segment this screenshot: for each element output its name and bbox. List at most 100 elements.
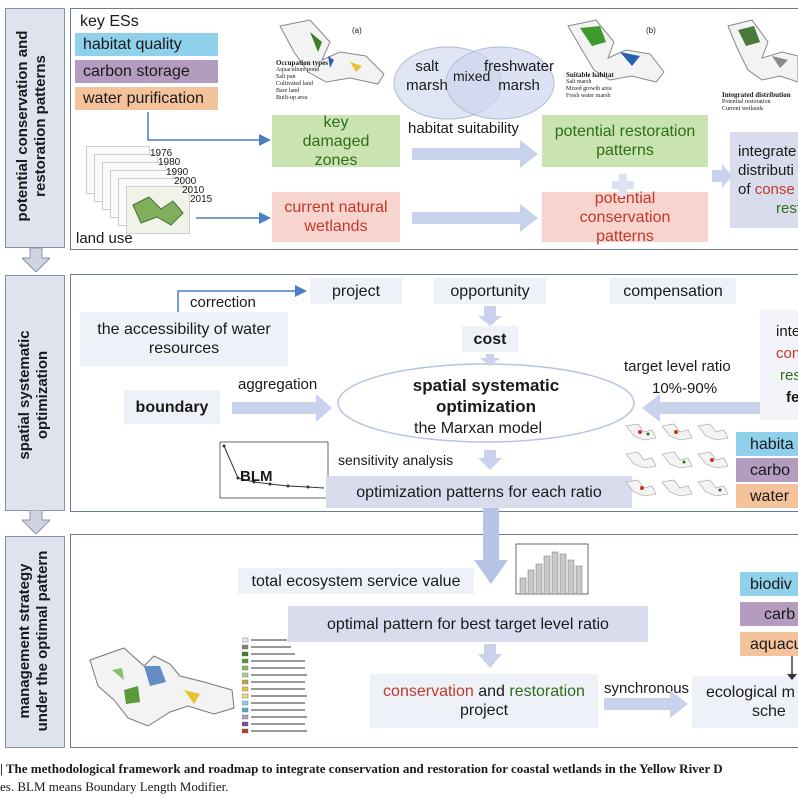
marxan-title: spatial systematic optimization [380,374,592,418]
figure-caption-line-2: es. BLM means Boundary Length Modifier. [0,779,229,794]
right-es-carbon: carbo [736,458,798,482]
optimal-pattern-map [84,630,244,740]
synchronous-label: synchronous [604,680,690,697]
compensation-box: compensation [610,278,736,304]
habitat-suitability-label: habitat suitability [408,120,519,137]
legend-item: Aquaculture pond [276,67,320,73]
target-range-label: 10%-90% [652,380,718,397]
project-title-line: conservation and restoration [383,683,585,700]
legend-title: Suitable habitat [566,71,614,79]
section2-arrows [177,285,760,470]
integrated-line: distributi [738,162,794,179]
legend-item: Fresh water marsh [566,93,611,99]
year-label: 2000 [174,176,197,187]
section2-side-panel [5,275,65,511]
es-habitat-quality: habitat quality [75,33,218,56]
venn-mixed: mixed [453,68,491,84]
legend-item: Salt pan [276,74,296,80]
legend-item: Built-up area [276,95,308,101]
figure-caption-line-1: | The methodological framework and roadm… [0,761,723,776]
marxan-title-line: optimization [435,397,537,416]
year-label: 1990 [166,167,189,178]
marxan-title-line: spatial systematic [412,376,560,395]
es-value-bar-chart [508,542,590,606]
year-label: 1980 [158,157,181,168]
integrated-distribution-box: integrate distributi of conse rest [730,132,798,228]
feature-line: inte [776,323,798,340]
map-a-tag: (a) [352,26,362,35]
marxan-subtitle: the Marxan model [414,420,543,437]
legend-item: Mixed growth area [566,86,612,92]
down-arrow-2 [22,510,50,534]
ecological-management-box: ecological m sche [692,676,798,728]
cost-box: cost [462,326,518,352]
feature-line: res [780,367,798,384]
year-label: 2015 [190,194,213,205]
section3-arrows [478,644,797,718]
right-es-habitat: habita [736,432,798,456]
land-use-map-stack [86,146,196,246]
venn-diagram [392,44,556,122]
optimal-pattern-box: optimal pattern for best target level ra… [288,606,648,642]
down-arrow-1 [22,248,50,272]
feature-line: fea [786,389,798,406]
blm-label: BLM [240,468,273,485]
venn-freshwater-marsh: freshwater marsh [483,58,555,94]
es-water-purification: water purification [75,87,218,110]
legend-item: Cultivated land [276,81,313,87]
es-carbon-storage: carbon storage [75,60,218,83]
legend-item: Current wetlands [722,106,764,112]
opportunity-box: opportunity [434,278,546,304]
ecological-line: ecological m [706,684,795,701]
map-a-legend: Occupation types Aquaculture pond Salt p… [276,60,328,102]
map-suitable-habitat [560,12,670,112]
land-use-label: land use [76,230,133,247]
integrated-line: rest [776,200,798,217]
accessibility-box: the accessibility of water resources [80,312,288,366]
aggregation-label: aggregation [238,376,318,393]
project-box: project [310,278,402,304]
optimization-patterns-box: optimization patterns for each ratio [326,476,632,508]
integrated-line: of conse [738,181,795,198]
key-damaged-zones-box: key damaged zones [272,114,400,169]
right-es-carbon-2: carb [740,602,798,626]
right-es-biodiversity: biodiv [740,572,798,596]
key-es-title: key ESs [80,13,139,30]
total-es-value-box: total ecosystem service value [238,568,474,594]
ratio-maps-grid [622,420,732,506]
map-b-legend: Suitable habitat Salt marsh Mixed growth… [566,72,614,100]
map-b-tag: (b) [646,26,656,35]
legend-title: Occupation types [276,59,328,67]
legend-item: Salt marsh [566,79,592,85]
right-feature-box: inte cons res fea [760,310,798,420]
marxan-ellipse [336,362,636,444]
potential-restoration-box: potential restoration patterns [542,115,708,167]
correction-label: correction [190,294,256,311]
year-label: 1976 [150,148,173,159]
main-flow-arrow [474,508,508,584]
legend-item: Potential restoration [722,99,771,105]
map-c-legend: Integrated distribution Potential restor… [722,92,791,113]
venn-salt-marsh: salt marsh [406,58,448,94]
feature-line: cons [776,345,798,362]
ecological-line: sche [752,703,786,720]
sensitivity-analysis-label: sensitivity analysis [338,452,454,468]
project-word: project [459,702,509,719]
conservation-restoration-project-box: conservation and restoration project [370,674,598,728]
boundary-box: boundary [124,390,220,424]
legend-item: Bare land [276,88,300,94]
map-occupation-types [270,12,390,112]
section3-side-panel [5,536,65,748]
target-level-ratio-label: target level ratio [624,358,731,375]
integrated-line: integrate [738,143,797,160]
blm-chart-thumbnail [208,438,332,508]
right-es-water: water [736,484,798,508]
year-label: 2010 [182,185,205,196]
section1-arrows [147,112,732,232]
potential-conservation-box: potential conservation patterns [542,190,708,245]
map-integrated-distribution [722,12,798,112]
legend-title: Integrated distribution [722,91,791,99]
optimal-map-legend [241,636,320,740]
current-natural-wetlands-box: current natural wetlands [272,192,400,242]
section1-side-panel [5,8,65,248]
